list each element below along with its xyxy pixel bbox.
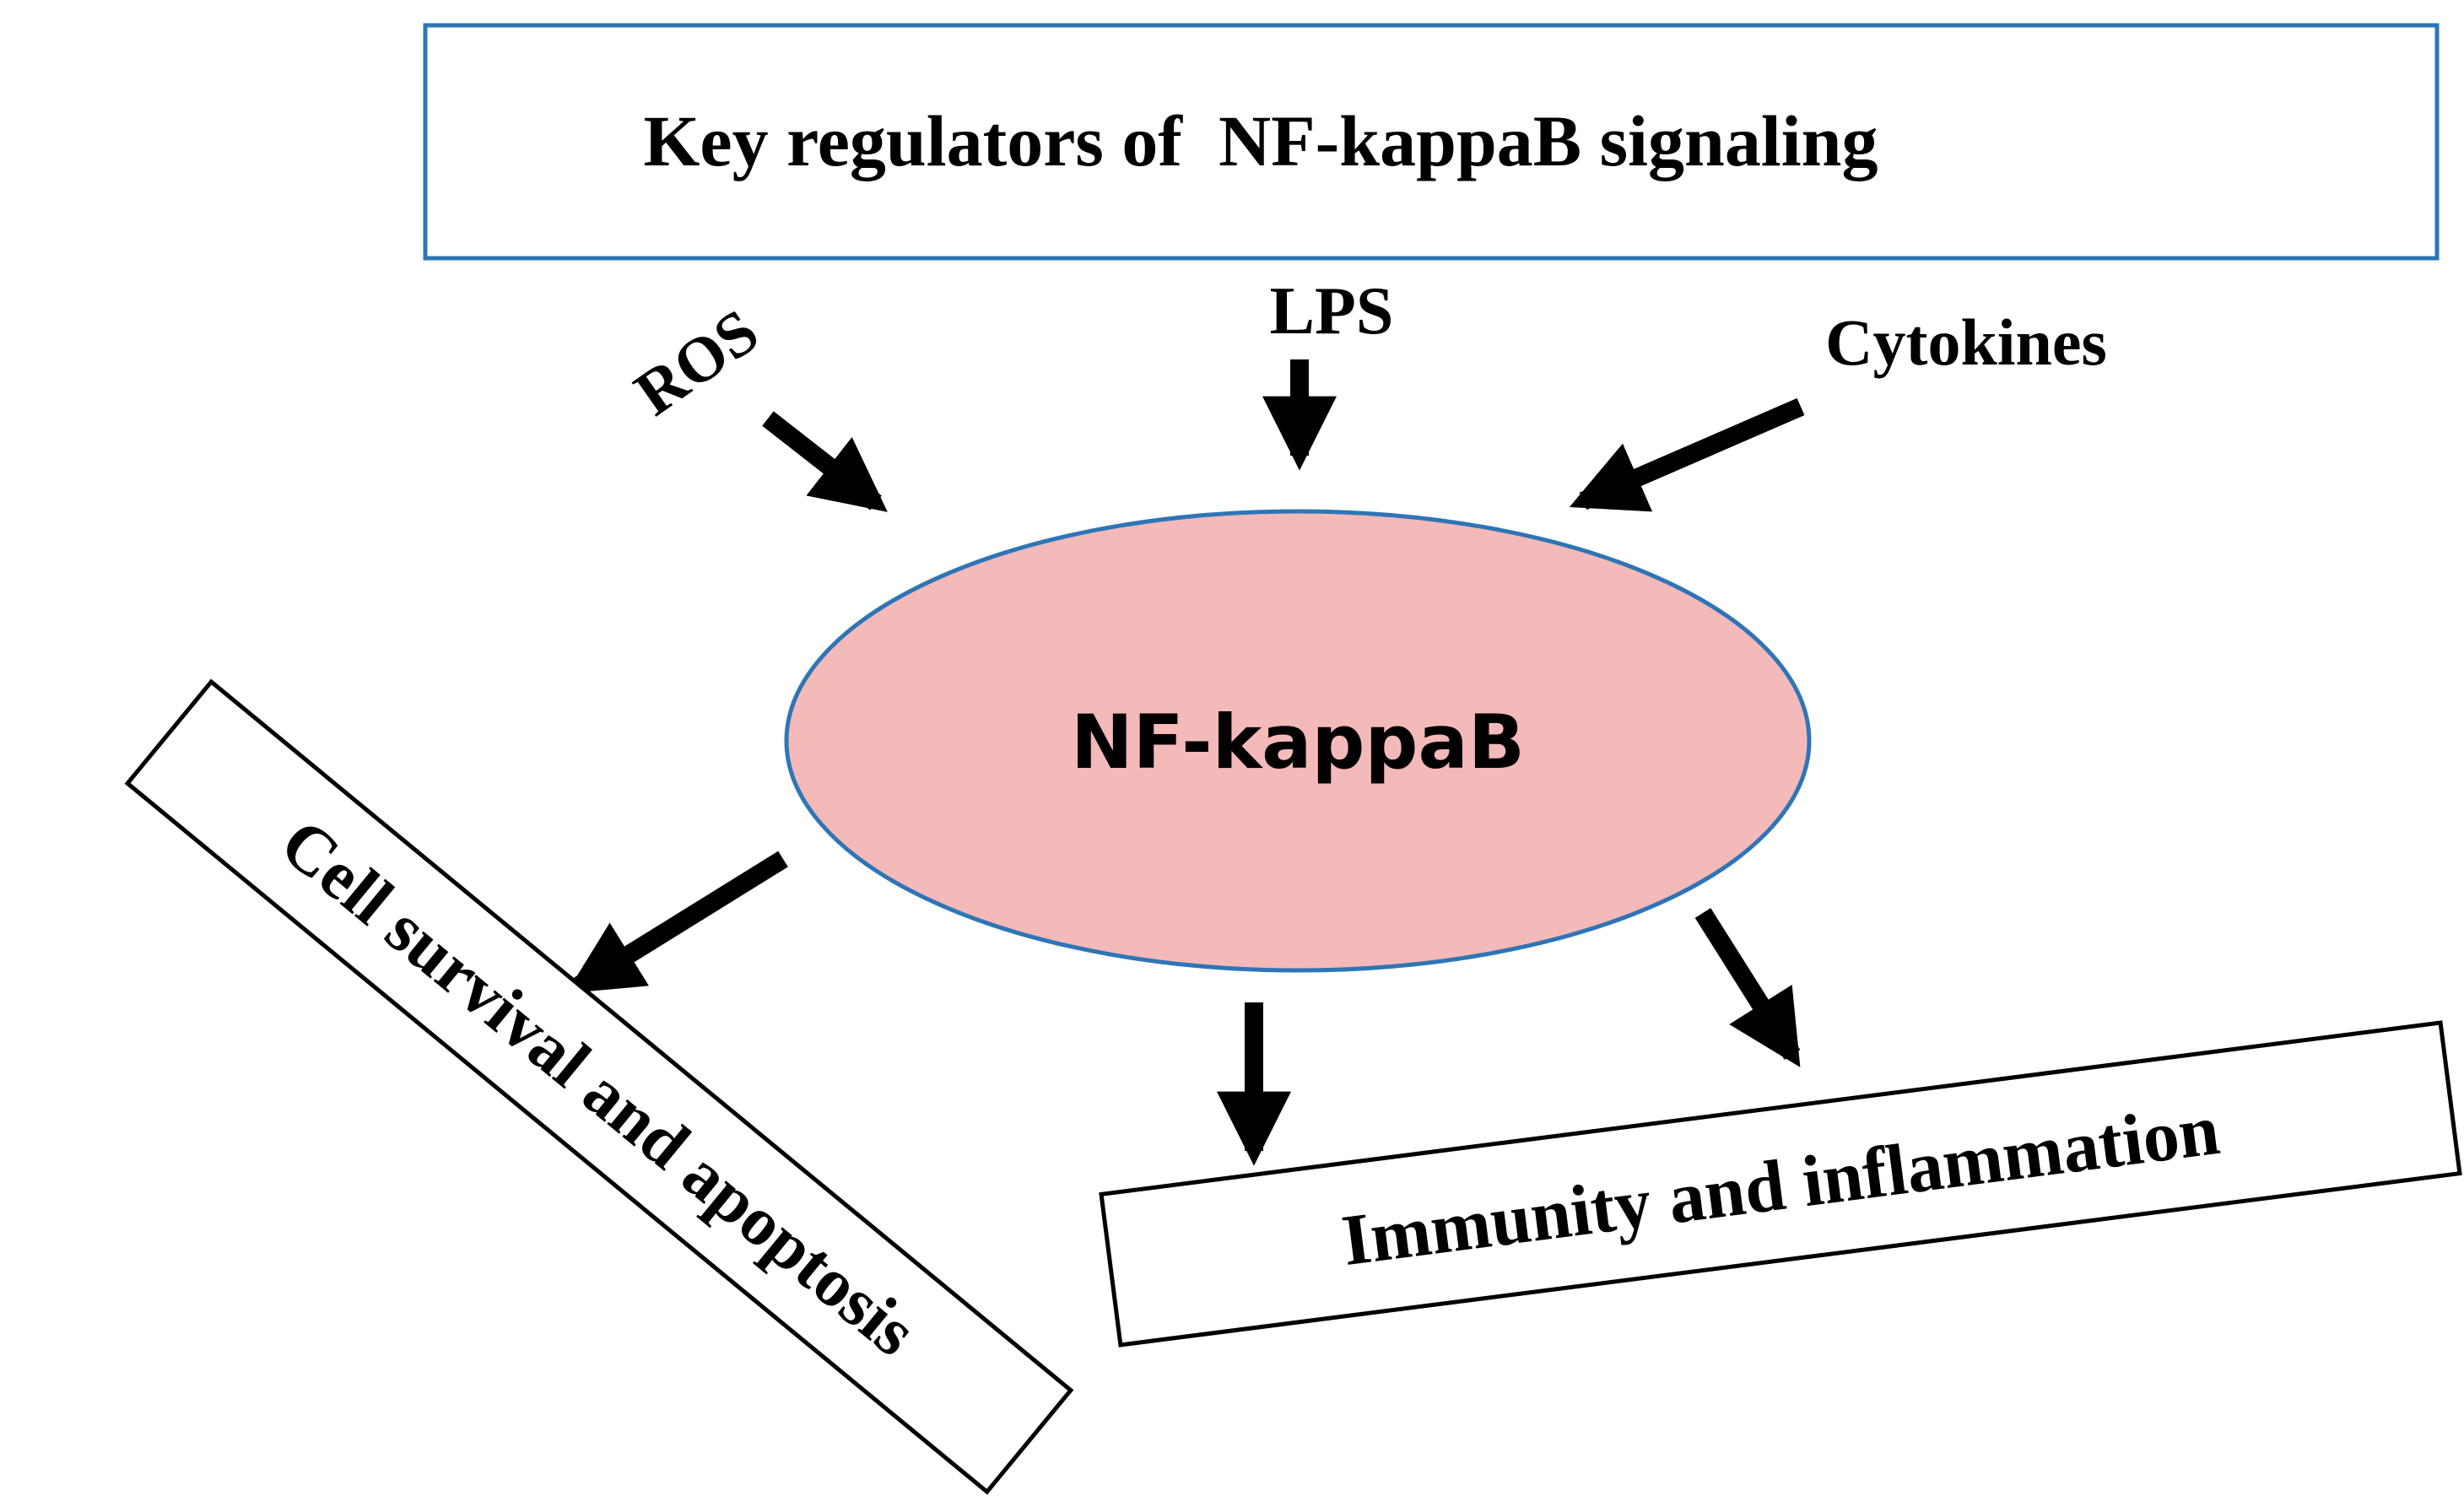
immunity-box: Immunity and inflammation	[1099, 1020, 2462, 1348]
diagram-title: Key regulators of NF-kappaB signaling	[644, 100, 1878, 181]
cell-survival-label: Cell survival and apoptosis	[267, 804, 931, 1371]
title-box-border	[423, 23, 2440, 261]
input-label-cytokines: Cytokines	[1825, 305, 2107, 379]
input-label-ros: ROS	[623, 295, 771, 429]
arrow-ros-to-nfkb	[762, 411, 888, 512]
nfkb-label: NF-kappaB	[1071, 699, 1525, 786]
input-label-lps: LPS	[1270, 274, 1394, 348]
arrow-nfkb-to-cell-survival	[566, 851, 788, 994]
immunity-box-border	[1099, 1020, 2462, 1348]
title-box: Key regulators of NF-kappaB signaling	[423, 23, 2440, 261]
nfkb-node: NF-kappaB	[784, 509, 1812, 973]
nfkb-ellipse	[784, 509, 1812, 973]
arrow-nfkb-to-immunity-right	[1694, 908, 1801, 1067]
cell-survival-box-border	[124, 678, 1074, 1495]
arrow-cytokines-to-nfkb	[1569, 397, 1805, 512]
